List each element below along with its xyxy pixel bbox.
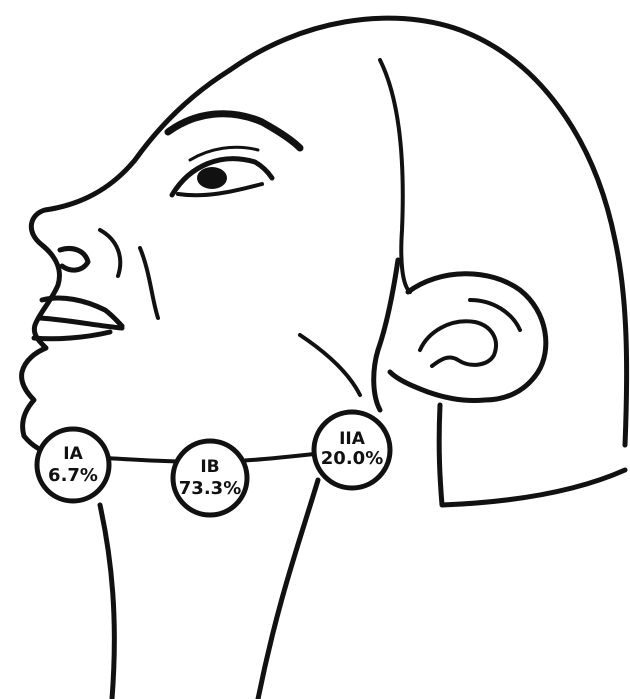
eyebrow <box>168 114 300 148</box>
node-IB-percent: 73.3% <box>179 478 241 499</box>
lower-lip <box>34 332 110 339</box>
nostril <box>60 249 88 271</box>
ear-outer <box>390 274 546 401</box>
node-IIA: IIA 20.0% <box>314 412 390 488</box>
skull-outline <box>230 18 627 445</box>
node-IA-level: IA <box>63 444 83 464</box>
node-IB: IB 73.3% <box>173 441 247 515</box>
eye-iris <box>197 167 227 189</box>
node-IA: IA 6.7% <box>37 429 109 501</box>
jaw-line <box>374 260 398 410</box>
face-profile <box>22 70 230 455</box>
node-IIA-level: IIA <box>339 429 366 449</box>
skull-inner-contour <box>380 60 410 292</box>
nose-wing <box>100 230 120 276</box>
neck-back-line <box>439 405 625 505</box>
cheek-line <box>140 248 158 318</box>
node-IB-level: IB <box>200 457 219 477</box>
jaw-angle <box>300 335 360 395</box>
neck-mid-line <box>258 480 318 699</box>
lip-line <box>40 318 122 328</box>
ear-helix-detail <box>470 300 520 330</box>
node-IA-percent: 6.7% <box>48 465 98 486</box>
ear-inner <box>420 321 496 366</box>
neck-front-line <box>100 505 114 699</box>
node-IIA-percent: 20.0% <box>321 448 383 469</box>
